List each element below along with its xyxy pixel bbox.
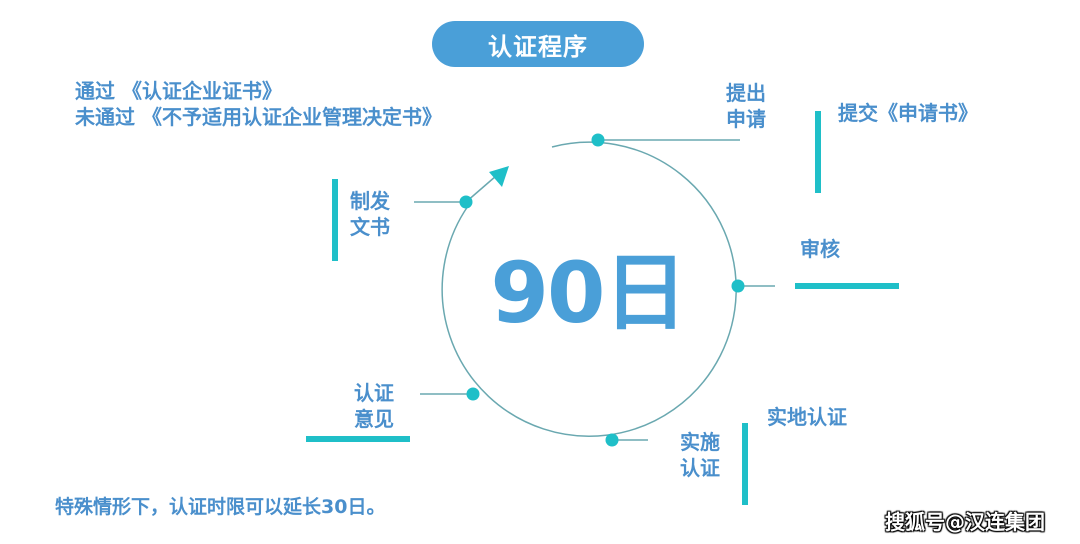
step-opinion-accent-bar [306, 436, 410, 442]
step-submit-detail: 提交《申请书》 [838, 101, 978, 125]
node-dot-review [731, 279, 745, 293]
cycle-arc-arrow-segment [465, 175, 497, 203]
step-issue-line1: 制发 [350, 189, 390, 213]
step-issue-accent-bar [332, 179, 338, 261]
node-dot-onsite [605, 433, 619, 447]
step-opinion-line2: 意见 [354, 407, 394, 431]
fail-result-text: 未通过 《不予适用认证企业管理决定书》 [75, 105, 442, 129]
step-onsite-label: 实施 认证 [680, 429, 720, 481]
total-days-label: 90日 [490, 244, 688, 342]
step-submit-label: 提出 申请 [726, 80, 766, 132]
step-issue-label: 制发 文书 [350, 188, 390, 240]
node-dot-opinion [466, 387, 480, 401]
node-dot-submit [591, 133, 605, 147]
pass-result-text: 通过 《认证企业证书》 [75, 79, 282, 103]
result-text-block: 通过 《认证企业证书》 未通过 《不予适用认证企业管理决定书》 [75, 78, 442, 130]
node-dot-issue [459, 195, 473, 209]
title-badge: 认证程序 [432, 21, 644, 67]
step-submit-line2: 申请 [726, 107, 766, 131]
step-opinion-label: 认证 意见 [354, 380, 394, 432]
step-opinion-line1: 认证 [354, 381, 394, 405]
step-onsite-accent-bar [742, 423, 748, 505]
extension-note: 特殊情形下，认证时限可以延长30日。 [55, 496, 386, 518]
step-onsite-line1: 实施 [680, 430, 720, 454]
step-issue-line2: 文书 [350, 215, 390, 239]
step-onsite-line2: 认证 [680, 456, 720, 480]
step-review-accent-bar [795, 283, 899, 289]
cycle-arc [441, 141, 737, 437]
step-submit-accent-bar [815, 111, 821, 193]
arrow-head-icon [489, 166, 509, 187]
watermark-text: 搜狐号@汉连集团 [885, 510, 1045, 534]
step-onsite-detail: 实地认证 [767, 405, 847, 429]
step-review-label: 审核 [800, 237, 840, 261]
step-submit-line1: 提出 [726, 81, 766, 105]
